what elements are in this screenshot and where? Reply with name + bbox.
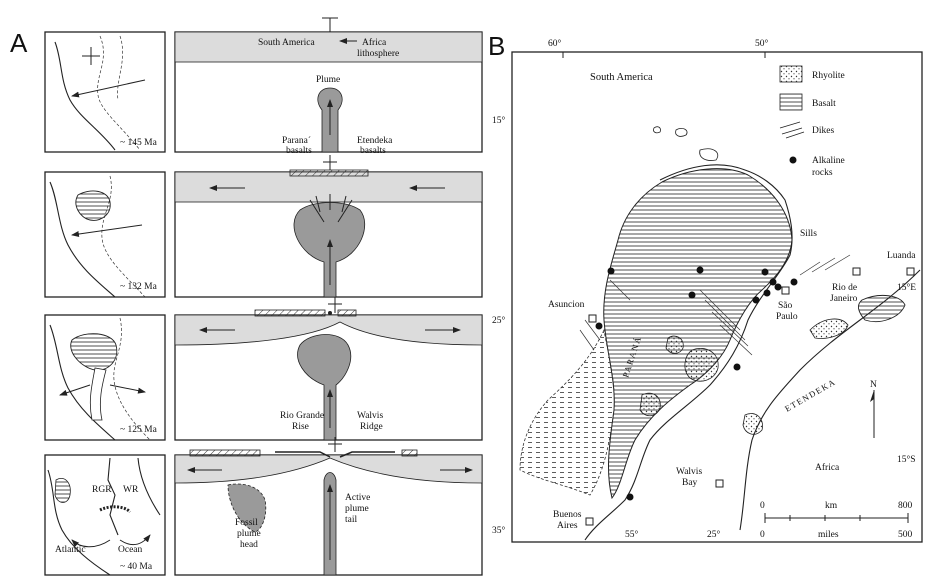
legend-rhyolite-swatch: [780, 66, 802, 82]
svg-text:head: head: [240, 540, 258, 550]
sills-label: Sills: [800, 229, 817, 239]
age-label: ~ 132 Ma: [120, 282, 158, 292]
age-label: ~ 125 Ma: [120, 425, 158, 435]
lat-label: 15°E: [897, 282, 916, 293]
parana-basalts-label: Parana´: [282, 135, 311, 146]
north-label: N: [870, 380, 877, 390]
lithosphere-band: [175, 172, 482, 202]
svg-text:800: 800: [898, 501, 913, 511]
svg-text:Paulo: Paulo: [776, 312, 798, 322]
rhyolite-patch: [666, 336, 683, 353]
ocean-label: Ocean: [118, 545, 143, 555]
stage-125ma: ~ 125 Ma: [45, 297, 482, 440]
walvis-ridge-label: Walvis: [357, 411, 383, 421]
legend-alkaline-swatch: [790, 157, 797, 164]
svg-text:tail: tail: [345, 515, 357, 525]
miles-label: miles: [818, 530, 839, 540]
lat-label: 15°S: [897, 454, 916, 465]
lithosphere-band: [175, 32, 482, 62]
stage-40ma: RGR WR Atlantic Ocean ~ 40 Ma Fossil plu…: [45, 437, 482, 575]
rio-grande-label: Rio Grande: [280, 411, 324, 421]
panel-a-letter: A: [10, 28, 28, 58]
svg-text:Aires: Aires: [557, 521, 578, 531]
rhyolite-patch: [685, 348, 718, 381]
svg-text:basalts: basalts: [286, 146, 312, 156]
svg-text:Janeiro: Janeiro: [830, 294, 858, 304]
walvis-bay-label: Walvis: [676, 467, 702, 477]
buenos-aires-marker: [586, 518, 593, 525]
legend-rhyolite: Rhyolite: [812, 71, 845, 81]
legend-dikes: Dikes: [812, 126, 834, 136]
svg-text:Fossil: Fossil: [235, 518, 258, 528]
lon-label: 60°: [548, 38, 562, 49]
south-america-label: South America: [258, 38, 316, 48]
flood-basalt-bar: [290, 170, 368, 176]
lon-label: 50°: [755, 38, 769, 49]
sao-paulo-marker: [782, 287, 789, 294]
svg-text:basalts: basalts: [360, 146, 386, 156]
buenos-aires-label: Buenos: [553, 510, 582, 520]
legend-alkaline: Alkaline: [812, 156, 845, 166]
svg-text:rocks: rocks: [812, 168, 833, 178]
legend-basalt: Basalt: [812, 99, 836, 109]
svg-text:Rise: Rise: [292, 422, 309, 432]
age-label: ~ 40 Ma: [120, 562, 153, 572]
luanda-marker: [907, 268, 914, 275]
map-inset-132: [45, 172, 165, 297]
svg-text:Bay: Bay: [682, 478, 698, 488]
lat-label: 35°: [492, 525, 506, 536]
lithosphere-label: lithosphere: [357, 49, 399, 59]
map-inset-145: [45, 32, 165, 152]
svg-text:plume: plume: [345, 504, 369, 514]
svg-text:Active: Active: [345, 493, 370, 503]
km-label: km: [825, 501, 838, 511]
rhyolite-patch: [640, 393, 660, 416]
lat-label: 15°: [492, 115, 506, 126]
asuncion-label: Asuncion: [548, 300, 585, 310]
rio-label: Rio de: [832, 283, 857, 293]
panel-b: B 60° 50° 55° 25° 15° 25° 35° 15°E 15°S …: [488, 31, 922, 542]
map-inset-125: [45, 315, 165, 440]
plume-label: Plume: [316, 75, 340, 85]
atlantic-label: Atlantic: [55, 545, 86, 555]
svg-text:Ridge: Ridge: [360, 422, 383, 432]
walvis-bay-marker: [716, 480, 723, 487]
south-america-label: South America: [590, 72, 653, 83]
africa-label: Africa: [362, 37, 387, 48]
svg-text:0: 0: [760, 530, 765, 540]
sao-paulo-label: São: [778, 301, 793, 311]
svg-text:0: 0: [760, 501, 765, 511]
panel-b-letter: B: [488, 31, 505, 61]
svg-text:plume: plume: [237, 529, 261, 539]
age-label: ~ 145 Ma: [120, 138, 158, 148]
lon-label: 55°: [625, 529, 639, 540]
stage-145ma: ~ 145 Ma South America Africa lithospher…: [45, 18, 482, 152]
rgr-label: RGR: [92, 485, 112, 495]
luanda-label: Luanda: [887, 251, 916, 261]
rio-marker: [853, 268, 860, 275]
map-inset-40: [45, 455, 165, 575]
legend-basalt-swatch: [780, 94, 802, 110]
etendeka-basalts-label: Etendeka: [357, 136, 393, 146]
svg-text:500: 500: [898, 530, 913, 540]
wr-label: WR: [123, 485, 139, 495]
africa-label: Africa: [815, 462, 840, 473]
lon-label: 25°: [707, 529, 721, 540]
stage-132ma: ~ 132 Ma: [45, 155, 482, 297]
panel-a: A ~ 145 Ma South America Africa lithosph…: [10, 18, 482, 575]
asuncion-marker: [589, 315, 596, 322]
lat-label: 25°: [492, 315, 506, 326]
